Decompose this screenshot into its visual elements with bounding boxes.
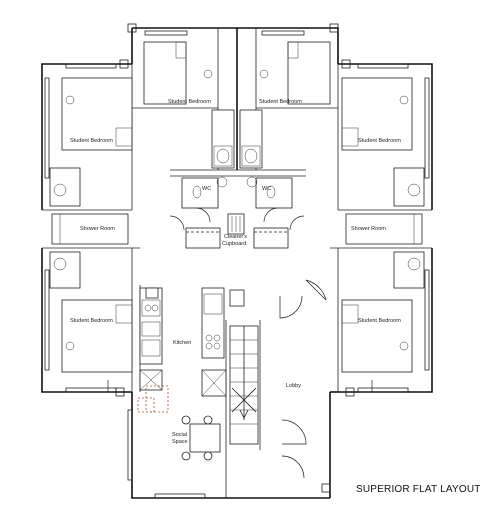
label-cleaners-line2: Cupboard (222, 241, 246, 247)
social-space (137, 385, 221, 461)
label-bedroom-top-left: Student Bedroom (168, 99, 211, 105)
label-lobby: Lobby (286, 383, 301, 389)
label-wc-left: WC (202, 186, 211, 192)
label-wc-right: WC (262, 186, 271, 192)
label-bedroom-right-lower: Student Bedroom (358, 318, 401, 324)
label-bedroom-top-right: Student Bedroom (259, 99, 302, 105)
kitchen (139, 287, 245, 397)
bedroom-right-lower (341, 251, 425, 373)
plan-title: SUPERIOR FLAT LAYOUT (356, 484, 481, 495)
windows (44, 30, 430, 499)
label-social-line2: Space (172, 439, 188, 445)
bedroom-top-left (143, 41, 235, 169)
label-shower-right: Shower Room (351, 226, 386, 232)
vents (115, 23, 355, 493)
bedroom-top-right (239, 41, 331, 169)
shower-rooms (51, 213, 423, 245)
label-cleaners-line1: Cleaner's (224, 234, 247, 240)
stairs (229, 325, 259, 445)
doors (107, 215, 373, 479)
label-bedroom-left-lower: Student Bedroom (70, 318, 113, 324)
bedroom-left-lower (49, 251, 133, 373)
bedroom-left-upper (49, 77, 133, 207)
label-bedroom-right-upper: Student Bedroom (358, 138, 401, 144)
wc-core (170, 169, 306, 249)
label-bedroom-left-upper: Student Bedroom (70, 138, 113, 144)
bedroom-right-upper (341, 77, 425, 207)
label-social-line1: Social (172, 432, 187, 438)
label-kitchen: Kitchen (173, 340, 191, 346)
label-shower-left: Shower Room (80, 226, 115, 232)
